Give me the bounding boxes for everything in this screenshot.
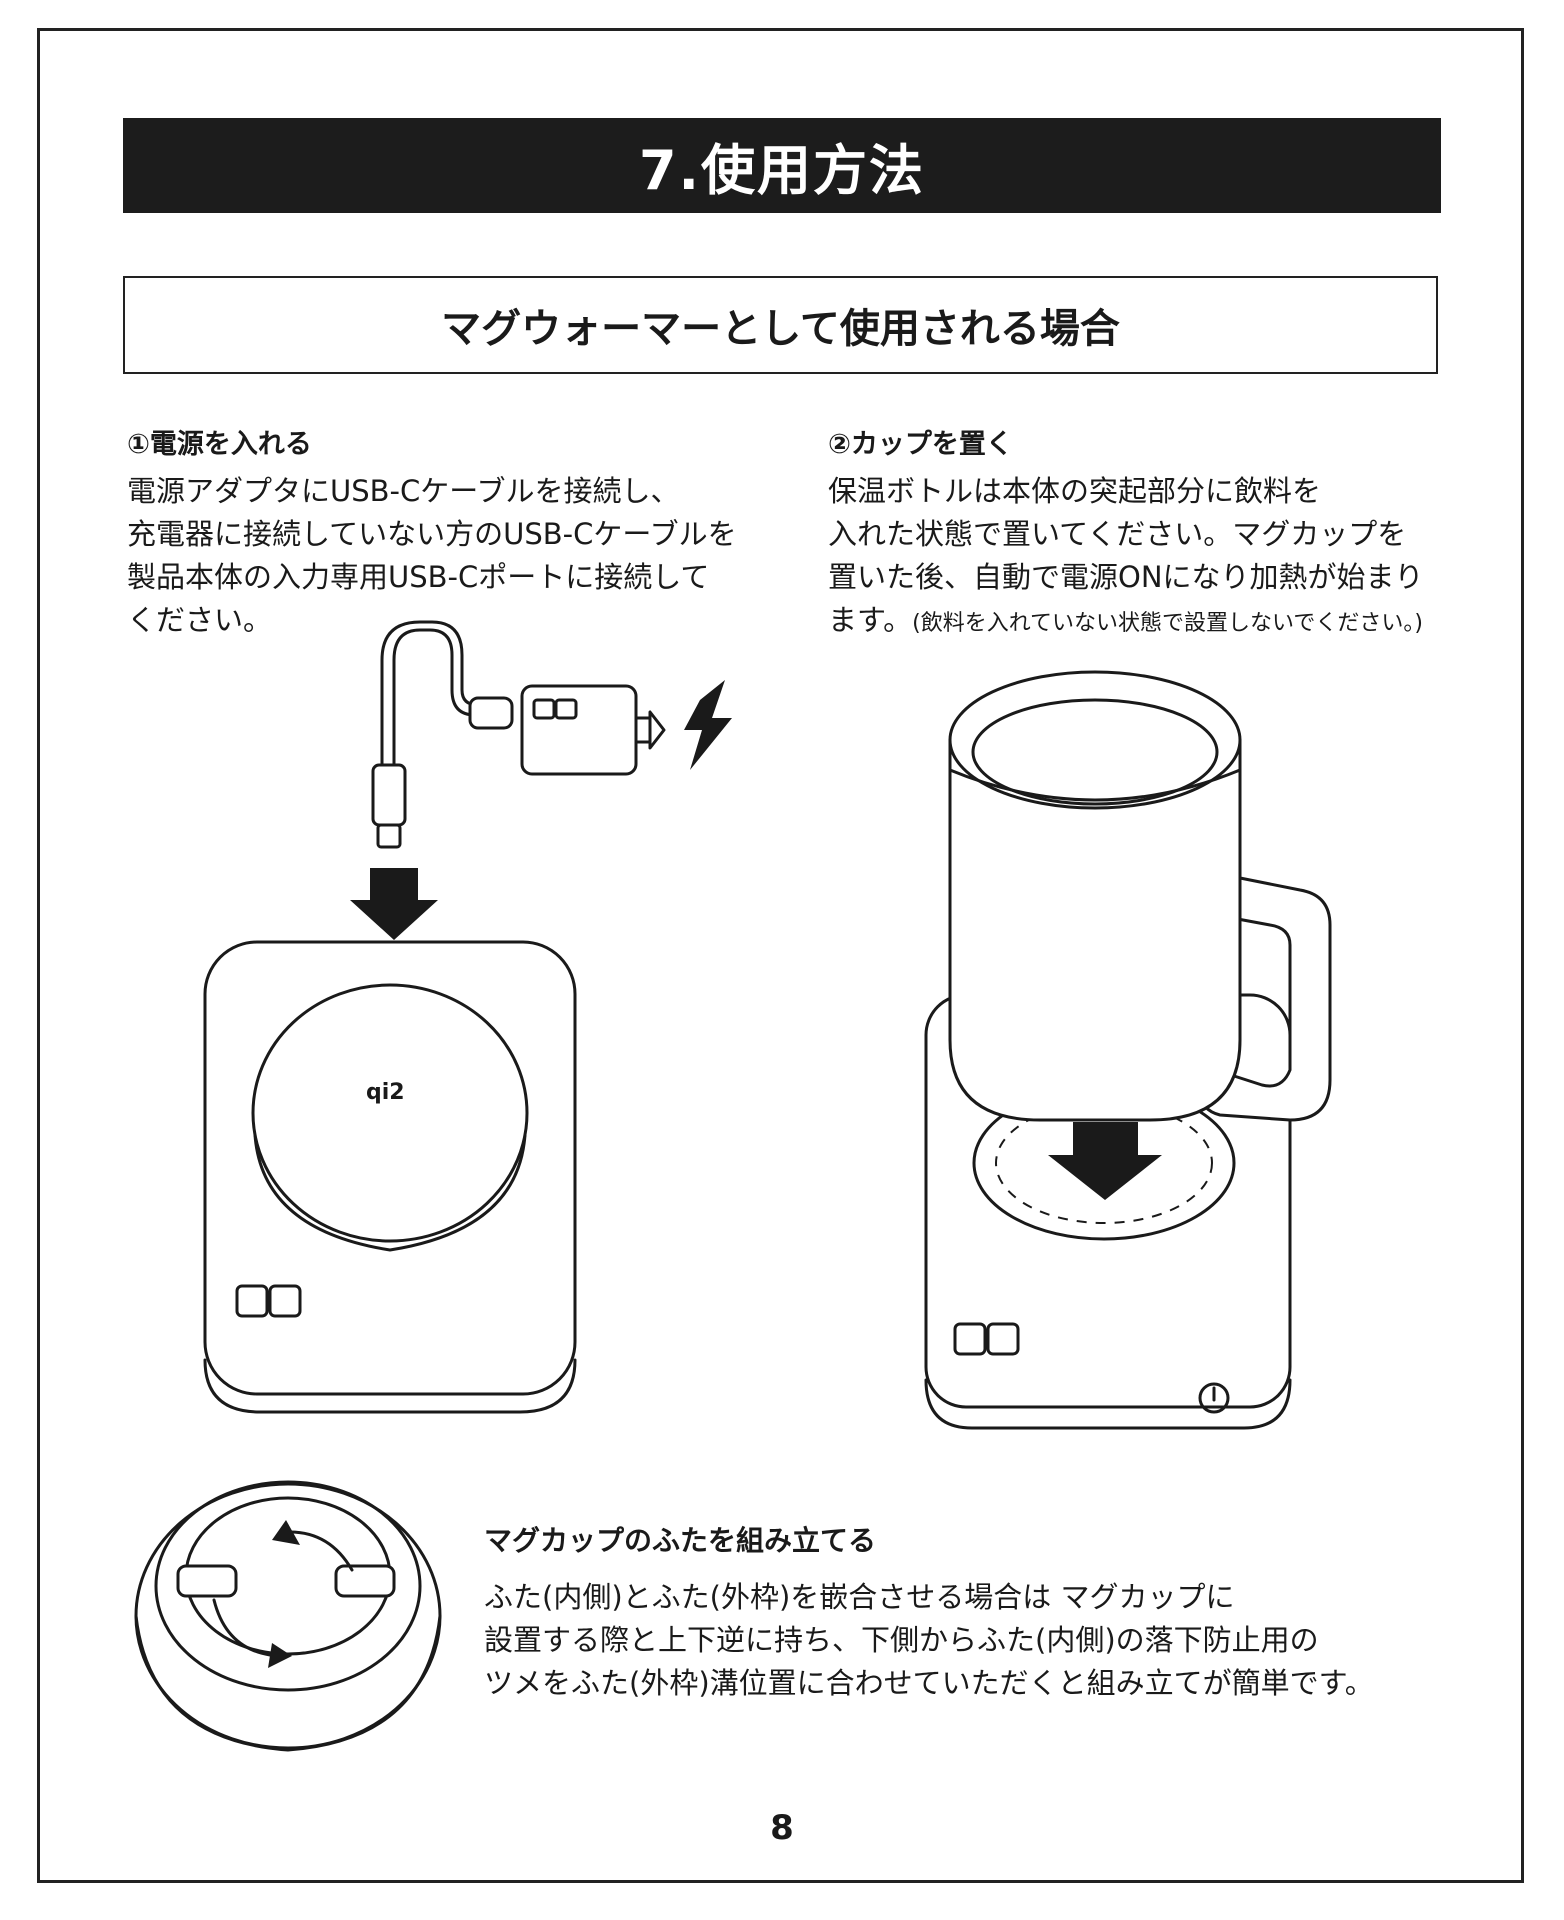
step1-line: 充電器に接続していない方のUSB-Cケーブルを	[127, 517, 737, 551]
lightning-icon	[684, 680, 732, 770]
step2-body: 保温ボトルは本体の突起部分に飲料を 入れた状態で置いてください。マグカップを 置…	[828, 470, 1424, 645]
lid-line: ツメをふた(外枠)溝位置に合わせていただくと組み立てが簡単です。	[484, 1666, 1374, 1700]
lid-line: 設置する際と上下逆に持ち、下側からふた(内側)の落下防止用の	[484, 1623, 1319, 1657]
qi2-badge: qi2	[366, 1080, 405, 1105]
step1-line: 電源アダプタにUSB-Cケーブルを接続し、	[127, 474, 680, 508]
page-number: 8	[770, 1808, 794, 1848]
lid-line: ふた(内側)とふた(外枠)を嵌合させる場合は マグカップに	[484, 1580, 1235, 1614]
section-subtitle: マグウォーマーとして使用される場合	[123, 276, 1438, 374]
step1-body: 電源アダプタにUSB-Cケーブルを接続し、 充電器に接続していない方のUSB-C…	[127, 470, 737, 642]
step2-line: 保温ボトルは本体の突起部分に飲料を	[828, 474, 1322, 508]
step1-line: 製品本体の入力専用USB-Cポートに接続して	[127, 560, 710, 594]
lid-body: ふた(内側)とふた(外枠)を嵌合させる場合は マグカップに 設置する際と上下逆に…	[484, 1576, 1374, 1705]
step2-line: 置いた後、自動で電源ONになり加熱が始まり	[828, 560, 1424, 594]
step2-note: (飲料を入れていない状態で設置しないでください。)	[912, 611, 1423, 636]
down-arrow-icon	[350, 868, 438, 940]
step1-line: ください。	[127, 603, 273, 637]
step2-title: ②カップを置く	[828, 429, 1013, 460]
step2-line: 入れた状態で置いてください。マグカップを	[828, 517, 1407, 551]
page-title: 7.使用方法	[123, 118, 1441, 213]
down-arrow-icon	[1048, 1122, 1162, 1200]
lid-title: マグカップのふたを組み立てる	[484, 1524, 877, 1557]
power-icon	[1198, 1382, 1230, 1414]
step2-line: ます。(飲料を入れていない状態で設置しないでください。)	[828, 599, 1424, 645]
page-frame	[37, 28, 1524, 1883]
step1-title: ①電源を入れる	[127, 429, 312, 460]
step2-last-line: ます。	[828, 603, 913, 637]
